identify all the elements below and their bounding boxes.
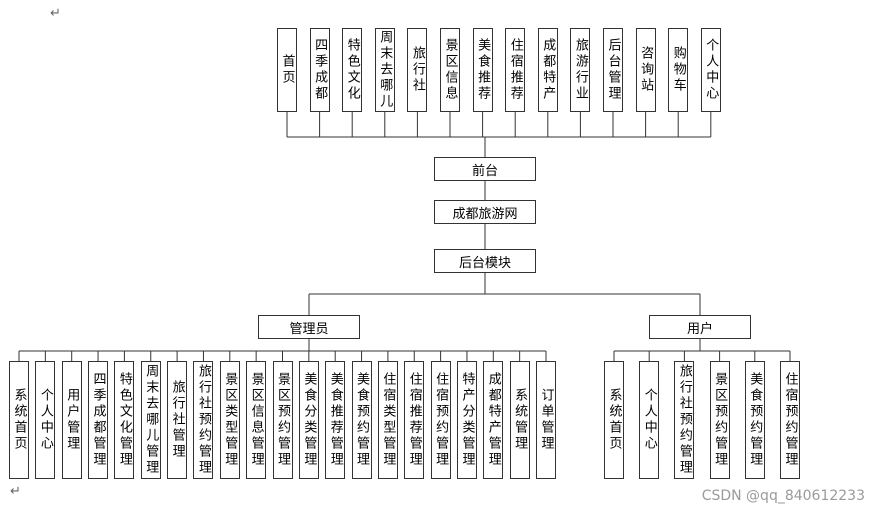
admin-module-label: 特色文化管理 xyxy=(116,372,132,468)
admin-module-box: 系统管理 xyxy=(509,361,530,479)
admin-module-box: 住宿推荐管理 xyxy=(404,361,425,479)
user-module-label: 个人中心 xyxy=(641,388,657,452)
admin-module-box: 用户管理 xyxy=(61,361,82,479)
user-module-box: 景区预约管理 xyxy=(709,361,730,479)
frontend-module-box: 购物车 xyxy=(668,28,689,112)
admin-module-box: 旅行社管理 xyxy=(167,361,188,479)
admin-module-label: 系统管理 xyxy=(512,388,528,452)
admin-module-label: 旅行社管理 xyxy=(169,380,185,460)
admin-module-label: 美食分类管理 xyxy=(301,372,317,468)
frontend-label: 前台 xyxy=(471,163,498,179)
admin-module-box: 周末去哪儿管理 xyxy=(140,361,161,479)
admin-module-label: 住宿类型管理 xyxy=(380,372,396,468)
frontend-module-label: 四季成都 xyxy=(312,38,328,102)
paragraph-mark-bottom: ↵ xyxy=(10,484,21,499)
frontend-module-box: 个人中心 xyxy=(700,28,721,112)
frontend-module-box: 咨询站 xyxy=(635,28,656,112)
user-module-box: 美食预约管理 xyxy=(744,361,765,479)
admin-module-label: 订单管理 xyxy=(538,388,554,452)
admin-module-label: 成都特产管理 xyxy=(485,372,501,468)
admin-module-box: 系统首页 xyxy=(9,361,29,479)
frontend-module-box: 周末去哪儿 xyxy=(374,28,395,112)
frontend-module-label: 首页 xyxy=(279,54,295,86)
admin-module-box: 景区类型管理 xyxy=(219,361,240,479)
admin-module-box: 旅行社预约管理 xyxy=(193,361,214,479)
admin-module-label: 景区信息管理 xyxy=(248,372,264,468)
frontend-module-label: 购物车 xyxy=(670,46,686,94)
admin-module-label: 景区类型管理 xyxy=(222,372,238,468)
frontend-module-box: 旅游行业 xyxy=(570,28,591,112)
site-label: 成都旅游网 xyxy=(452,206,518,222)
backend-label: 后台模块 xyxy=(458,255,511,271)
admin-module-label: 景区预约管理 xyxy=(275,372,290,468)
user-module-label: 美食预约管理 xyxy=(747,372,763,468)
admin-module-box: 美食预约管理 xyxy=(351,361,372,479)
frontend-module-label: 后台管理 xyxy=(605,38,621,102)
frontend-module-box: 特色文化 xyxy=(342,28,363,112)
admin-module-box: 美食分类管理 xyxy=(298,361,319,479)
user-label: 用户 xyxy=(686,321,713,337)
frontend-module-box: 首页 xyxy=(277,28,297,112)
frontend-module-label: 美食推荐 xyxy=(475,38,491,102)
user-module-box: 住宿预约管理 xyxy=(780,361,800,479)
watermark: CSDN @qq_840612233 xyxy=(701,488,865,504)
admin-module-label: 个人中心 xyxy=(37,388,53,452)
frontend-module-box: 旅行社 xyxy=(407,28,428,112)
admin-module-label: 周末去哪儿管理 xyxy=(143,364,159,476)
user-box: 用户 xyxy=(649,315,751,339)
admin-module-box: 景区信息管理 xyxy=(246,361,267,479)
admin-module-label: 四季成都管理 xyxy=(90,372,106,468)
frontend-module-label: 旅行社 xyxy=(409,46,425,94)
user-module-box: 旅行社预约管理 xyxy=(674,361,695,479)
admin-module-label: 旅行社预约管理 xyxy=(195,364,211,476)
frontend-module-label: 咨询站 xyxy=(638,46,654,94)
admin-module-box: 订单管理 xyxy=(536,361,556,479)
admin-module-box: 景区预约管理 xyxy=(272,361,293,479)
admin-module-box: 成都特产管理 xyxy=(483,361,504,479)
frontend-module-box: 成都特产 xyxy=(537,28,558,112)
user-module-box: 系统首页 xyxy=(604,361,624,479)
frontend-module-box: 住宿推荐 xyxy=(505,28,526,112)
site-box: 成都旅游网 xyxy=(434,200,536,224)
admin-module-box: 特产分类管理 xyxy=(456,361,477,479)
backend-box: 后台模块 xyxy=(434,249,536,273)
frontend-module-box: 后台管理 xyxy=(603,28,623,112)
user-module-label: 住宿预约管理 xyxy=(782,372,798,468)
user-module-label: 旅行社预约管理 xyxy=(676,364,692,476)
user-module-label: 系统首页 xyxy=(606,388,622,452)
admin-module-label: 系统首页 xyxy=(11,388,27,452)
admin-module-box: 四季成都管理 xyxy=(88,361,109,479)
admin-module-box: 美食推荐管理 xyxy=(325,361,346,479)
frontend-module-box: 景区信息 xyxy=(440,28,460,112)
admin-module-box: 住宿类型管理 xyxy=(377,361,398,479)
frontend-module-label: 旅游行业 xyxy=(572,38,588,102)
frontend-module-label: 周末去哪儿 xyxy=(377,30,393,110)
frontend-module-label: 特色文化 xyxy=(344,38,360,102)
frontend-module-label: 住宿推荐 xyxy=(507,38,523,102)
user-module-box: 个人中心 xyxy=(639,361,660,479)
admin-module-box: 特色文化管理 xyxy=(114,361,135,479)
admin-module-label: 特产分类管理 xyxy=(459,372,475,468)
paragraph-mark-top: ↵ xyxy=(50,6,61,21)
frontend-module-box: 四季成都 xyxy=(309,28,330,112)
admin-label: 管理员 xyxy=(289,321,329,337)
admin-module-label: 美食预约管理 xyxy=(354,372,370,468)
frontend-module-label: 个人中心 xyxy=(703,38,719,102)
frontend-box: 前台 xyxy=(434,157,536,181)
admin-module-label: 住宿推荐管理 xyxy=(406,372,422,468)
frontend-module-box: 美食推荐 xyxy=(472,28,493,112)
frontend-module-label: 景区信息 xyxy=(442,38,458,102)
admin-box: 管理员 xyxy=(258,315,360,339)
user-module-label: 景区预约管理 xyxy=(712,372,728,468)
admin-module-box: 住宿预约管理 xyxy=(430,361,451,479)
admin-module-label: 美食推荐管理 xyxy=(327,372,343,468)
admin-module-label: 住宿预约管理 xyxy=(433,372,449,468)
admin-module-box: 个人中心 xyxy=(35,361,56,479)
admin-module-label: 用户管理 xyxy=(64,388,80,452)
frontend-module-label: 成都特产 xyxy=(540,38,556,102)
